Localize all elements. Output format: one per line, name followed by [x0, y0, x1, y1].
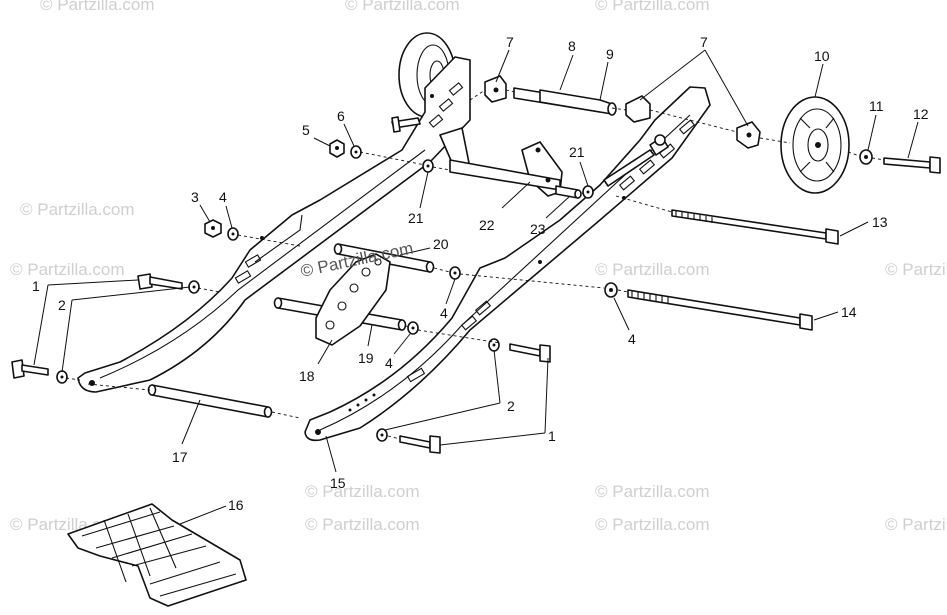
callout-19: 19: [358, 350, 374, 366]
callout-18: 18: [299, 368, 315, 384]
watermark: © Partzilla.com: [345, 0, 460, 14]
watermark-layer: © Partzilla.com © Partzilla.com © Partzi…: [10, 0, 947, 534]
link-plate-18: [315, 253, 391, 346]
washer-4-center: [449, 266, 461, 280]
axle-tube: [513, 87, 617, 116]
leader-lines: [33, 49, 919, 525]
end-cap-left: [484, 75, 507, 103]
long-bolt-13: [671, 209, 839, 245]
watermark: © Partzilla.com: [595, 482, 710, 501]
adjuster-cap: [736, 121, 761, 149]
watermark: © Partzilla.com: [885, 515, 947, 534]
watermark: © Partzilla.com: [305, 515, 420, 534]
callout-6: 6: [337, 108, 345, 124]
callout-numbers: 1 2 3 4 5 6 7 8 9 7 10 11 12 13 14 15 16…: [32, 34, 929, 513]
callout-7-left: 7: [506, 34, 514, 50]
end-cap-right: [625, 95, 651, 123]
front-idler-wheel: [780, 96, 850, 194]
callout-16: 16: [228, 497, 244, 513]
watermark: © Partzilla.com: [885, 260, 947, 279]
washer-4-right: [604, 282, 618, 298]
watermark: © Partzilla.com: [595, 515, 710, 534]
callout-1-right: 1: [548, 428, 556, 444]
left-rail: [77, 56, 471, 393]
callout-4-center: 4: [440, 305, 448, 321]
watermark: © Partzilla.com: [305, 482, 420, 501]
callout-7-right: 7: [700, 34, 708, 50]
callout-11: 11: [869, 98, 884, 114]
bolt-12: [883, 156, 941, 174]
callout-5: 5: [302, 122, 310, 138]
pivot-sleeve-23: [555, 185, 582, 199]
washer-11: [859, 149, 873, 165]
upper-bolt-front: [603, 134, 669, 187]
nut-3: [204, 219, 222, 238]
long-bolt-14: [627, 289, 813, 331]
watermark: © Partzilla.com: [10, 260, 125, 279]
watermark: © Partzilla.com: [40, 0, 155, 14]
watermark: © Partzilla.com: [595, 260, 710, 279]
alignment-lines: [65, 89, 885, 440]
callout-4-right: 4: [628, 331, 636, 347]
washer-2-upper-right: [488, 338, 500, 352]
callout-2-right: 2: [507, 398, 515, 414]
skid-frame-16: [67, 503, 247, 607]
bolt-1-upper-left: [137, 273, 183, 290]
bolt-1-upper-right: [509, 343, 551, 363]
callout-10: 10: [814, 48, 830, 64]
callout-20: 20: [433, 236, 449, 252]
cross-bracket: [439, 127, 563, 197]
shaft-17: [147, 384, 273, 418]
upper-bolt-rear: [391, 116, 421, 133]
callout-17: 17: [172, 449, 188, 465]
washer-21-right: [582, 185, 594, 199]
watermark: © Partzilla.com: [20, 200, 135, 219]
callout-3: 3: [191, 189, 199, 205]
callout-8: 8: [568, 38, 576, 54]
washer-4-upper: [227, 227, 239, 241]
bolt-1-lower-left: [11, 359, 49, 379]
watermark: © Partzilla.com: [595, 0, 710, 14]
bolt-1-lower-right: [399, 435, 441, 454]
callout-4-upper: 4: [219, 189, 227, 205]
callout-1-left: 1: [32, 278, 40, 294]
washer-21-left: [422, 159, 434, 173]
callout-2-left: 2: [58, 297, 66, 313]
callout-14: 14: [841, 304, 857, 320]
washer-2-upper-left: [188, 280, 200, 294]
callout-9: 9: [606, 46, 614, 62]
washer-2-lower-right: [376, 428, 388, 442]
callout-12: 12: [913, 106, 929, 122]
right-rail: [304, 86, 711, 442]
callout-13: 13: [872, 214, 888, 230]
callout-21-left: 21: [408, 210, 424, 226]
callout-23: 23: [530, 221, 546, 237]
callout-22: 22: [479, 217, 495, 233]
nut-5: [329, 139, 345, 158]
callout-15: 15: [330, 475, 346, 491]
washer-4-lower: [407, 321, 419, 335]
washer-2-lower-left: [56, 370, 68, 384]
callout-4-lower: 4: [385, 355, 393, 371]
washer-6: [350, 145, 362, 159]
callout-21-right: 21: [569, 144, 585, 160]
